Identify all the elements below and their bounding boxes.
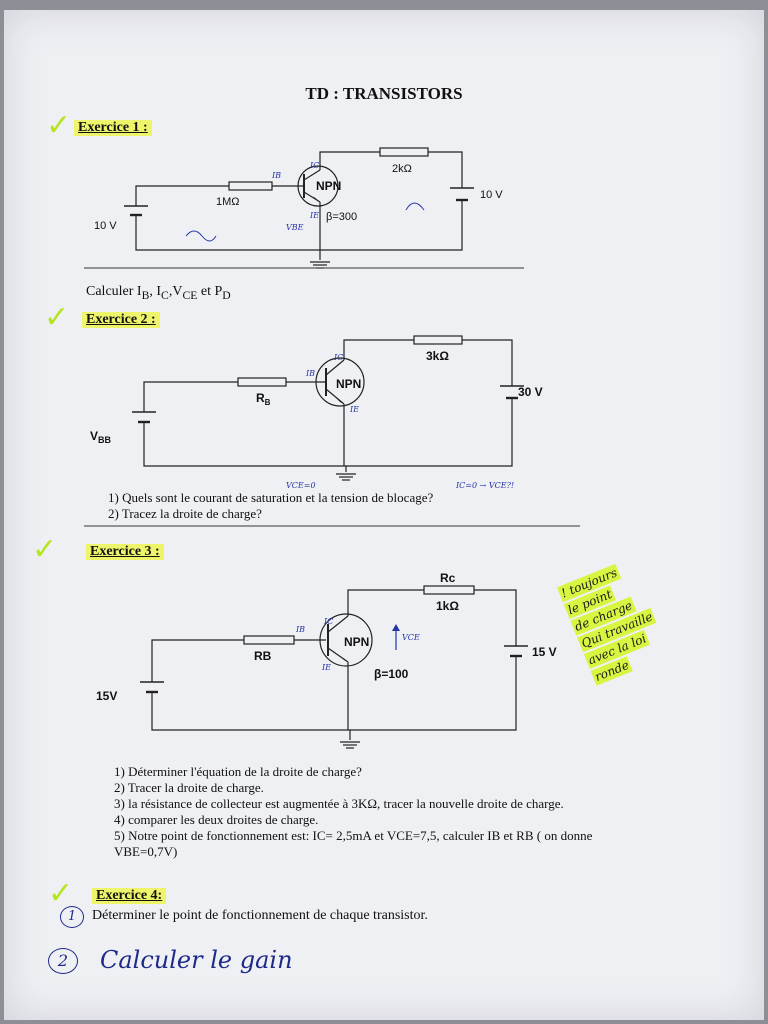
ex2-pen-note-left: VCE=0 (286, 481, 316, 490)
ex3-vbb-label: 15V (96, 689, 117, 703)
ex2-vcc-label: 30 V (518, 385, 543, 399)
ex3-question: 4) comparer les deux droites de charge. (114, 812, 319, 827)
ex3-question: 1) Déterminer l'équation de la droite de… (114, 764, 362, 779)
ex1-q-part-3: et PD (197, 284, 231, 302)
ex3-vcc-label: 15 V (532, 645, 557, 659)
checkmark-icon: ✓ (44, 300, 70, 335)
ex2-transistor-type: NPN (336, 377, 361, 391)
ex3-question: 5) Notre point de fonctionnement est: IC… (114, 828, 593, 843)
circuit-ex2: RB 3kΩ VBB 30 V NPN IB IC IE VCE=0 IC=0 … (84, 335, 580, 527)
ex2-rb-label: RB (256, 391, 271, 407)
ex2-pen-note-right: IC=0 → VCE?! (455, 481, 514, 490)
circuit-ex1: 1MΩ 2kΩ 10 V 10 V NPN β=300 IB IC IE VBE (84, 147, 524, 269)
checkmark-icon: ✓ (48, 876, 74, 911)
ex1-question-prefix: Calculer (86, 284, 137, 299)
ex2-question: 2) Tracez la droite de charge? (108, 506, 262, 521)
ex2-rc-label: 3kΩ (426, 349, 449, 363)
page-title: TD : TRANSISTORS (305, 84, 463, 103)
ex4-question-1: Déterminer le point de fonctionnement de… (92, 908, 428, 923)
ex3-pen-ie: IE (321, 663, 331, 672)
ex2-question: 1) Quels sont le courant de saturation e… (108, 490, 434, 505)
circuit-ex3: RB Rc 1kΩ 15V 15 V NPN β=100 IB IC IE VC… (96, 571, 557, 749)
ex1-vbb-label: 10 V (94, 220, 117, 232)
ex3-question: 2) Tracer la droite de charge. (114, 780, 264, 795)
ex3-question: 3) la résistance de collecteur est augme… (114, 796, 564, 811)
pen-loop-arrow-icon (185, 230, 217, 242)
ex1-transistor-type: NPN (316, 179, 341, 193)
ex2-questions: 1) Quels sont le courant de saturation e… (108, 490, 433, 522)
arrow-up-icon (392, 624, 400, 631)
exercise-3-label: Exercice 3 : (86, 544, 164, 560)
ex3-rc-name: Rc (440, 571, 456, 585)
ex1-beta: β=300 (326, 211, 357, 223)
ex2-pen-ib: IB (305, 369, 315, 378)
ex3-transistor-type: NPN (344, 635, 369, 649)
ex1-pen-ib: IB (271, 171, 281, 180)
ex2-pen-ie: IE (349, 405, 359, 414)
ex3-rb-label: RB (254, 649, 272, 663)
ex2-pen-ic: IC (333, 353, 343, 362)
ex3-pen-ib: IB (295, 625, 305, 634)
ex1-q-part-1: , IC (149, 284, 169, 302)
ex4-handwritten-question-2: Calculer le gain (100, 946, 293, 974)
ex1-pen-ie: IE (309, 211, 319, 220)
ex1-vcc-label: 10 V (480, 189, 503, 201)
ex3-pen-ic: IC (323, 617, 333, 626)
ex1-q-part-0: IB (136, 284, 150, 302)
ex1-rc-label: 2kΩ (392, 163, 412, 175)
circled-number-2: 2 (48, 948, 78, 974)
circled-number-1: 1 (60, 906, 84, 928)
ex1-rb-label: 1MΩ (216, 196, 240, 208)
ex3-rc-label: 1kΩ (436, 599, 459, 613)
checkmark-icon: ✓ (32, 532, 58, 567)
exercise-2-label: Exercice 2 : (82, 312, 160, 328)
ex3-questions: 1) Déterminer l'équation de la droite de… (114, 764, 592, 860)
worksheet-page: TD : TRANSISTORS ✓ Exercice 1 : 1MΩ (4, 10, 764, 1020)
ex1-pen-vbe: VBE (286, 223, 304, 232)
ex2-vbb-label: VBB (90, 429, 112, 445)
pen-loop-arrow-icon (405, 202, 425, 211)
checkmark-icon: ✓ (46, 108, 72, 143)
ex1-pen-ic: IC (309, 161, 319, 170)
ex3-pen-vce: VCE (402, 633, 420, 642)
ex3-beta: β=100 (374, 667, 409, 681)
exercise-1-label: Exercice 1 : (74, 120, 152, 136)
ex3-question: VBE=0,7V) (114, 844, 178, 859)
ex1-q-part-2: ,VCE (168, 284, 198, 302)
ex1-question: Calculer IB, IC,VCE et PD (86, 284, 231, 302)
exercise-4-label: Exercice 4: (92, 888, 167, 904)
